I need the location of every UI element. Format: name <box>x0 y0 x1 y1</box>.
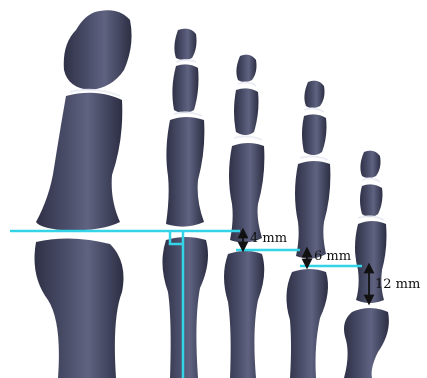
fourth-metatarsal <box>286 269 328 378</box>
fourth-middle-phalanx <box>302 114 327 155</box>
fourth-proximal-phalanx <box>295 161 330 259</box>
measurement-label-12mm: 12 mm <box>375 278 420 291</box>
fifth-middle-phalanx <box>360 184 383 217</box>
fifth-distal-phalanx <box>360 151 380 178</box>
second-distal-phalanx <box>174 29 196 60</box>
hallux-proximal-phalanx <box>36 93 122 231</box>
second-metatarsal <box>162 237 208 378</box>
third-metatarsal <box>224 251 264 378</box>
first-metatarsal <box>35 238 124 378</box>
fourth-distal-phalanx <box>304 81 324 108</box>
hallux-distal-phalanx <box>64 10 132 90</box>
third-distal-phalanx <box>236 55 256 82</box>
third-toe-bones <box>224 55 264 378</box>
third-middle-phalanx <box>234 88 259 135</box>
fourth-toe-bones <box>286 81 330 378</box>
fifth-metatarsal <box>344 308 389 378</box>
measurement-label-6mm: 6 mm <box>314 250 351 263</box>
third-proximal-phalanx <box>229 143 264 243</box>
second-middle-phalanx <box>172 64 198 113</box>
second-proximal-phalanx <box>166 117 204 227</box>
second-toe-bones <box>162 29 208 378</box>
hallux-bones <box>35 10 132 378</box>
fifth-toe-bones <box>344 151 389 378</box>
measurement-label-4mm: 4 mm <box>250 232 287 245</box>
